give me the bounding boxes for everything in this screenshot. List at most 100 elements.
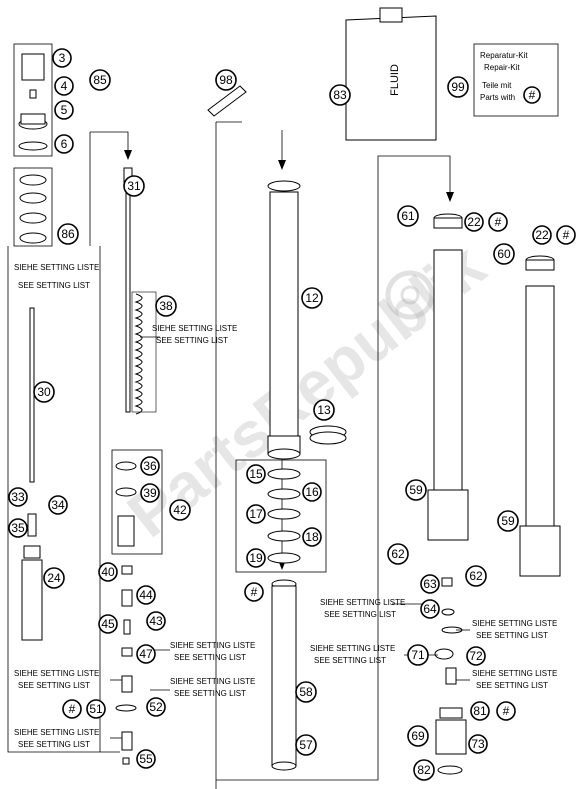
callout-12[interactable]: 12 bbox=[301, 287, 323, 309]
callout-86[interactable]: 86 bbox=[57, 223, 79, 245]
callout-42[interactable]: 42 bbox=[169, 499, 191, 521]
callout-98[interactable]: 98 bbox=[215, 69, 237, 91]
valve-parts bbox=[115, 461, 137, 765]
svg-text:22: 22 bbox=[467, 215, 481, 229]
callout-62-b[interactable]: 62 bbox=[465, 565, 487, 587]
gear-watermark-icon bbox=[385, 270, 435, 320]
fluid-can: FLUID bbox=[345, 7, 437, 141]
callout-62-a[interactable]: 62 bbox=[387, 543, 409, 565]
callout-hash-2[interactable]: # bbox=[244, 582, 264, 602]
callout-33[interactable]: 33 bbox=[8, 487, 28, 507]
callout-83[interactable]: 83 bbox=[329, 84, 351, 106]
svg-text:31: 31 bbox=[127, 179, 141, 193]
callout-5[interactable]: 5 bbox=[54, 100, 74, 120]
callout-59-b[interactable]: 59 bbox=[497, 510, 519, 532]
svg-text:15: 15 bbox=[249, 467, 263, 481]
callout-59-a[interactable]: 59 bbox=[405, 479, 427, 501]
note-siehe-setting-9: SIEHE SETTING LISTE SEE SETTING LIST bbox=[310, 644, 395, 665]
svg-text:17: 17 bbox=[249, 507, 263, 521]
callout-3[interactable]: 3 bbox=[52, 48, 72, 68]
callout-85[interactable]: 85 bbox=[89, 69, 111, 91]
svg-text:19: 19 bbox=[249, 551, 263, 565]
callout-24[interactable]: 24 bbox=[43, 567, 65, 589]
svg-text:42: 42 bbox=[173, 503, 187, 517]
note-siehe-setting-5: SIEHE SETTING LISTE SEE SETTING LIST bbox=[170, 677, 255, 698]
callout-16[interactable]: 16 bbox=[302, 482, 322, 502]
svg-text:SEE SETTING LIST: SEE SETTING LIST bbox=[314, 656, 386, 665]
svg-text:#: # bbox=[563, 228, 570, 242]
svg-text:71: 71 bbox=[411, 648, 425, 662]
svg-text:SEE SETTING LIST: SEE SETTING LIST bbox=[324, 610, 396, 619]
callout-34[interactable]: 34 bbox=[48, 495, 68, 515]
svg-text:SIEHE SETTING LISTE: SIEHE SETTING LISTE bbox=[472, 669, 557, 678]
shim-stack bbox=[19, 174, 47, 244]
note-siehe-setting-2: SIEHE SETTING LISTE SEE SETTING LIST bbox=[152, 324, 237, 345]
svg-text:62: 62 bbox=[391, 547, 405, 561]
callout-35[interactable]: 35 bbox=[8, 518, 28, 538]
callout-38[interactable]: 38 bbox=[155, 295, 177, 317]
callout-57[interactable]: 57 bbox=[295, 734, 317, 756]
callout-81[interactable]: 81 bbox=[470, 701, 490, 721]
callout-hash-1[interactable]: # bbox=[62, 699, 82, 719]
callout-58[interactable]: 58 bbox=[295, 681, 317, 703]
svg-text:SIEHE SETTING LISTE: SIEHE SETTING LISTE bbox=[14, 263, 99, 272]
svg-text:81: 81 bbox=[473, 704, 487, 718]
svg-text:Parts with: Parts with bbox=[480, 93, 515, 102]
callout-4[interactable]: 4 bbox=[54, 76, 74, 96]
svg-text:6: 6 bbox=[61, 137, 68, 151]
callout-18[interactable]: 18 bbox=[302, 527, 322, 547]
callout-6[interactable]: 6 bbox=[54, 134, 74, 154]
callout-64[interactable]: 64 bbox=[420, 599, 440, 619]
svg-text:#: # bbox=[251, 585, 258, 599]
callout-61[interactable]: 61 bbox=[397, 205, 419, 227]
callout-36[interactable]: 36 bbox=[140, 456, 160, 476]
svg-text:12: 12 bbox=[305, 291, 319, 305]
grease-tube bbox=[207, 85, 247, 117]
callout-51[interactable]: 51 bbox=[86, 699, 106, 719]
svg-text:Reparatur-Kit: Reparatur-Kit bbox=[480, 51, 528, 60]
svg-text:18: 18 bbox=[305, 530, 319, 544]
inner-tube bbox=[271, 579, 297, 771]
callout-52[interactable]: 52 bbox=[146, 697, 166, 717]
callout-13[interactable]: 13 bbox=[313, 399, 335, 421]
callout-45[interactable]: 45 bbox=[98, 614, 118, 634]
callout-63[interactable]: 63 bbox=[420, 574, 440, 594]
damper-rod bbox=[21, 307, 43, 641]
callout-82[interactable]: 82 bbox=[413, 759, 435, 781]
callout-17[interactable]: 17 bbox=[246, 504, 266, 524]
svg-text:#: # bbox=[503, 704, 510, 718]
svg-text:16: 16 bbox=[305, 485, 319, 499]
callout-31[interactable]: 31 bbox=[123, 175, 145, 197]
can-label: FLUID bbox=[389, 64, 401, 96]
group-15-19-box bbox=[235, 459, 327, 573]
callout-71[interactable]: 71 bbox=[407, 644, 429, 666]
callout-hash-3[interactable]: # bbox=[488, 212, 508, 232]
callout-hash-kit[interactable]: # bbox=[523, 86, 541, 104]
callout-99[interactable]: 99 bbox=[447, 76, 469, 98]
callout-69[interactable]: 69 bbox=[407, 725, 429, 747]
callout-60[interactable]: 60 bbox=[493, 243, 515, 265]
svg-text:SEE SETTING LIST: SEE SETTING LIST bbox=[156, 336, 228, 345]
svg-text:43: 43 bbox=[149, 614, 163, 628]
callout-40[interactable]: 40 bbox=[98, 562, 118, 582]
callout-39[interactable]: 39 bbox=[140, 483, 160, 503]
callout-72[interactable]: 72 bbox=[466, 646, 486, 666]
callout-22-a[interactable]: 22 bbox=[464, 212, 484, 232]
svg-text:SEE SETTING LIST: SEE SETTING LIST bbox=[18, 681, 90, 690]
callout-73[interactable]: 73 bbox=[468, 734, 488, 754]
callout-hash-5[interactable]: # bbox=[496, 701, 516, 721]
callout-44[interactable]: 44 bbox=[136, 585, 156, 605]
callout-19[interactable]: 19 bbox=[246, 548, 266, 568]
callout-hash-4[interactable]: # bbox=[556, 225, 576, 245]
svg-text:SIEHE SETTING LISTE: SIEHE SETTING LISTE bbox=[310, 644, 395, 653]
callout-55[interactable]: 55 bbox=[136, 749, 156, 769]
repair-kit-text: Reparatur-Kit Repair-Kit Teile mit Parts… bbox=[480, 51, 528, 102]
svg-text:47: 47 bbox=[139, 647, 153, 661]
svg-text:60: 60 bbox=[497, 247, 511, 261]
callout-43[interactable]: 43 bbox=[146, 611, 166, 631]
callout-30[interactable]: 30 bbox=[33, 381, 55, 403]
callout-15[interactable]: 15 bbox=[246, 464, 266, 484]
callout-47[interactable]: 47 bbox=[136, 644, 156, 664]
callout-22-b[interactable]: 22 bbox=[532, 225, 552, 245]
bushing-rings bbox=[267, 468, 301, 564]
